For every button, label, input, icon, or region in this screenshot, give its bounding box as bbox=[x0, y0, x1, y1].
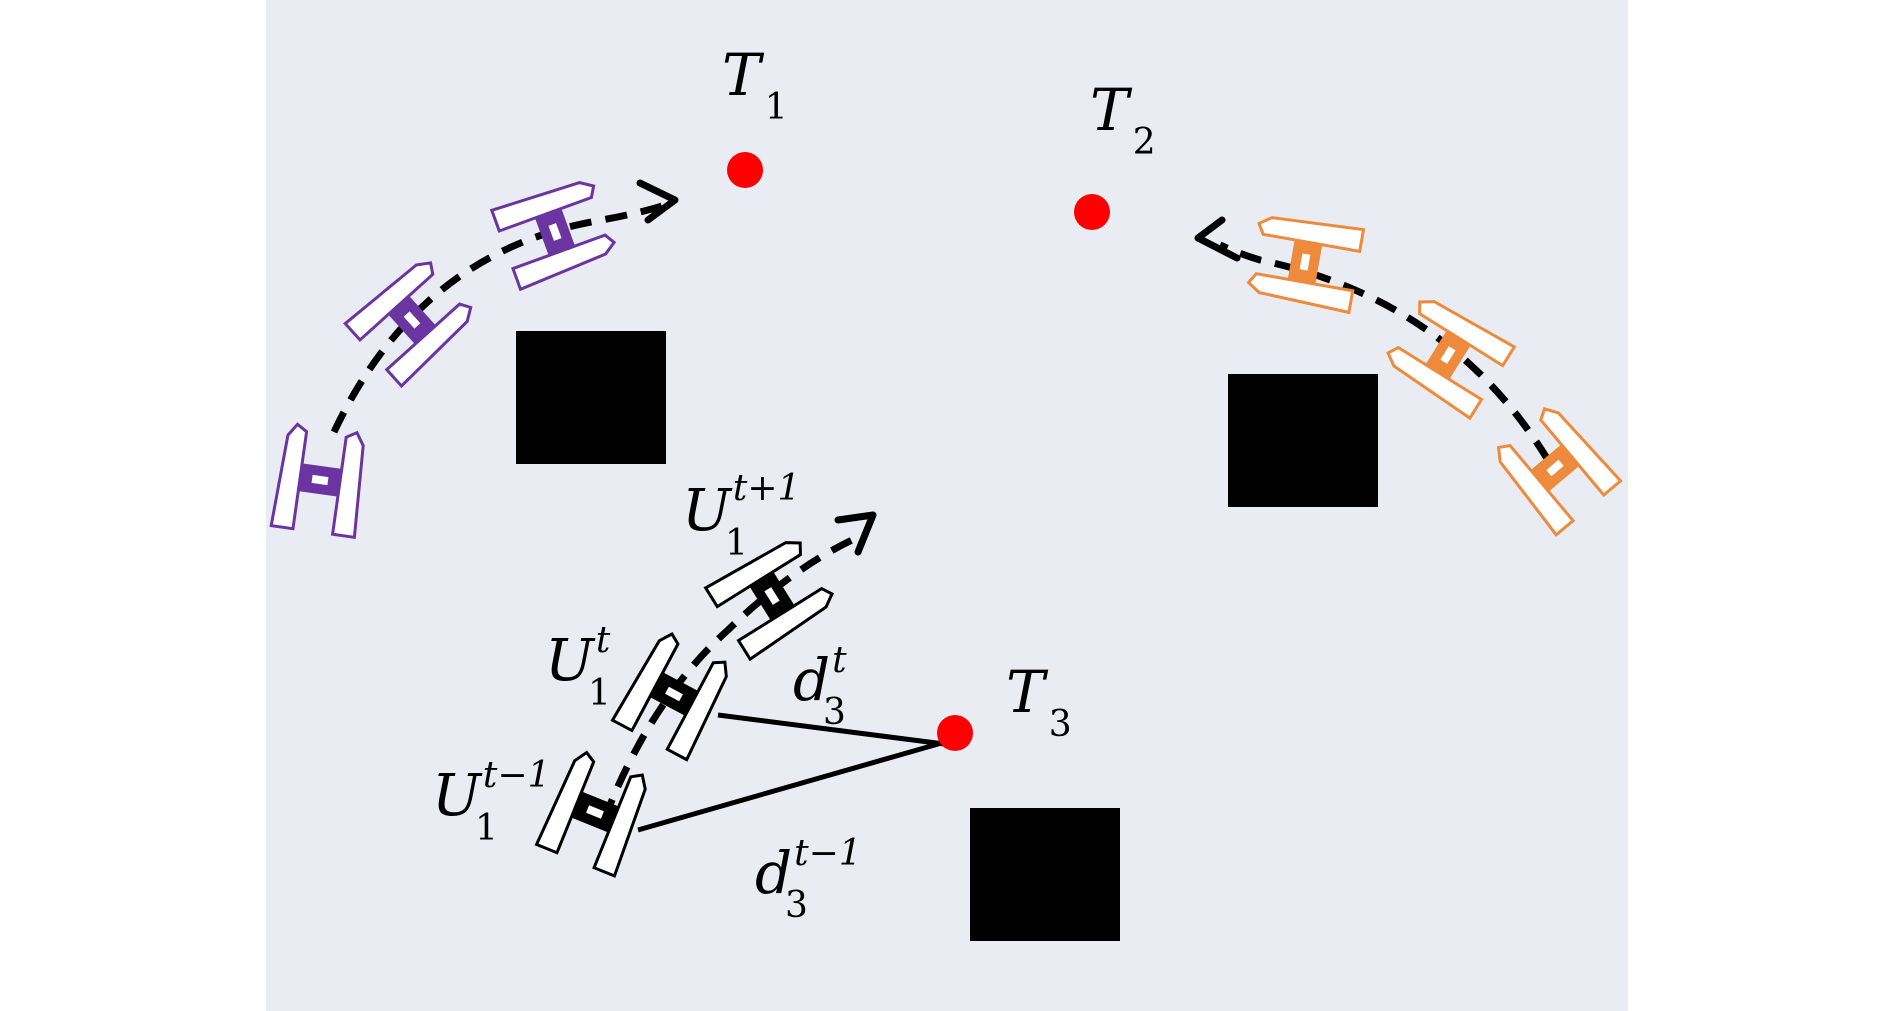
agent-label-t-minus-1-sub: 1 bbox=[475, 808, 498, 849]
agent-label-t-minus-1: Ut−1 bbox=[432, 755, 550, 829]
black-trajectory bbox=[600, 536, 854, 822]
orange-arrow-head-icon bbox=[1194, 216, 1241, 262]
agent-label-t-sub: 1 bbox=[588, 673, 611, 714]
obstacle-block bbox=[1228, 374, 1378, 507]
distance-labels: dt 3 dt−1 3 bbox=[755, 640, 862, 926]
distance-label-t-minus-1-sub: 3 bbox=[785, 885, 808, 926]
obstacle-block bbox=[516, 331, 666, 464]
agent-label-t: Ut bbox=[545, 620, 611, 694]
trajectories bbox=[330, 202, 1551, 822]
purple-arrow-head-icon bbox=[636, 179, 679, 224]
arrow-heads bbox=[636, 179, 1241, 556]
targets bbox=[727, 152, 1110, 751]
target-dot-3 bbox=[937, 715, 973, 751]
background-panel bbox=[266, 0, 1628, 1011]
orange-trajectory bbox=[1218, 241, 1551, 462]
target-dot-2 bbox=[1074, 194, 1110, 230]
agent-label-t-plus-1-sub: 1 bbox=[725, 523, 748, 564]
distance-label-t-sub: 3 bbox=[823, 692, 846, 733]
purple-trajectory bbox=[330, 202, 664, 434]
agent-label-t-plus-1: Ut+1 bbox=[682, 468, 800, 544]
black-arrow-head-icon bbox=[834, 511, 877, 556]
target-dot-1 bbox=[727, 152, 763, 188]
distance-label-t-minus-1: dt−1 bbox=[755, 833, 862, 907]
distance-line-t bbox=[717, 712, 953, 748]
agent-labels: Ut+1 1 Ut 1 Ut−1 1 bbox=[432, 468, 800, 849]
distance-line-t-minus-1 bbox=[637, 737, 953, 833]
obstacle-block bbox=[970, 808, 1120, 941]
distance-label-t: dt bbox=[793, 640, 847, 714]
obstacles bbox=[516, 331, 1378, 941]
distance-lines bbox=[637, 712, 953, 833]
